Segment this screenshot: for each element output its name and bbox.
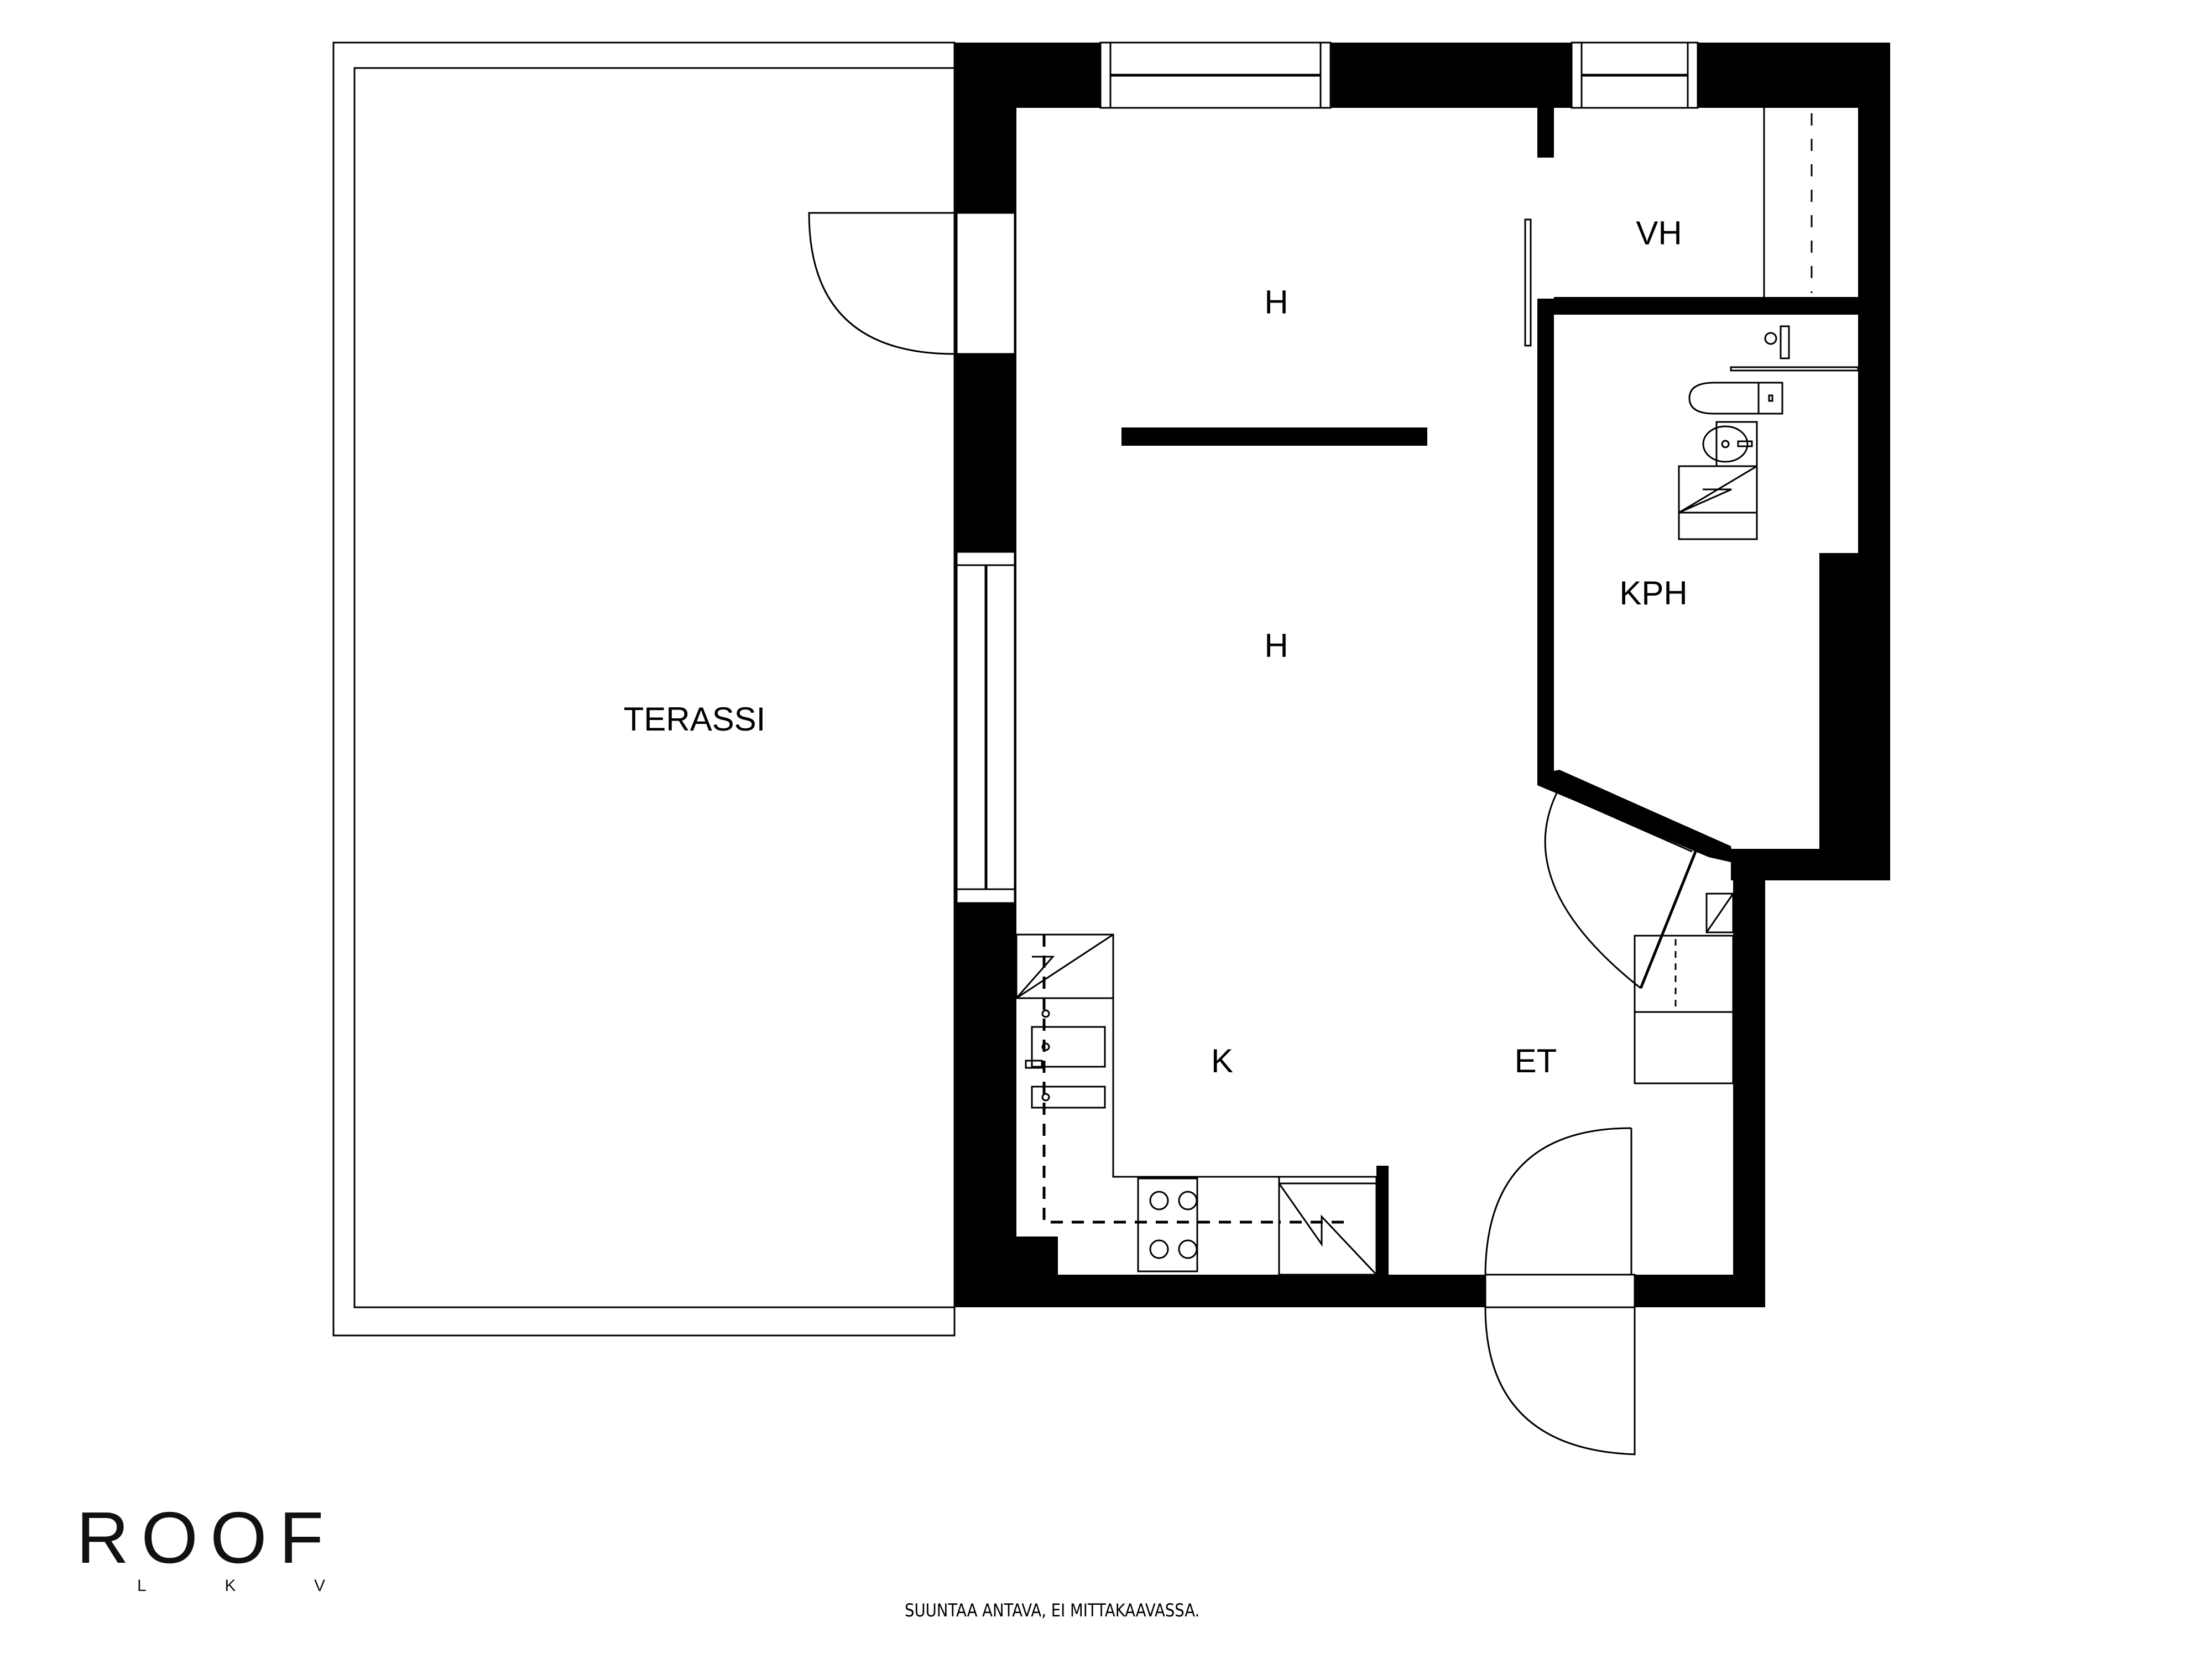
stove: [1137, 1177, 1198, 1272]
window-top-left: [1099, 41, 1332, 109]
brand-subtitle: L K V: [137, 1577, 325, 1595]
window-left: [956, 551, 1016, 904]
room-label-closet: VH: [1636, 215, 1682, 252]
room-labels: TERASSI H H VH KPH K ET: [624, 215, 1688, 1079]
sliding-door-closet: [1524, 218, 1532, 347]
room-label-bathroom: KPH: [1619, 575, 1687, 612]
bathroom-door: [1544, 784, 1699, 989]
shower: [1730, 325, 1859, 372]
brand-sub-letter: V: [314, 1577, 325, 1595]
toilet: [1688, 382, 1783, 415]
terrace-door: [808, 212, 1016, 355]
interior-walls: [1121, 108, 1890, 1275]
brand-logo: ROOF L K V: [76, 1501, 386, 1595]
brand-sub-letter: K: [225, 1577, 236, 1595]
terrace-outline: [332, 41, 956, 1337]
washing-machine: [1678, 465, 1758, 540]
room-label-living-upper: H: [1264, 284, 1288, 321]
exterior-walls: [954, 43, 1890, 1307]
room-label-entry: ET: [1515, 1042, 1557, 1079]
window-top-right: [1571, 41, 1699, 109]
scale-disclaimer: SUUNTAA ANTAVA, EI MITTAKAAVASSA.: [905, 1600, 1200, 1621]
dishwasher: [1278, 1176, 1378, 1276]
room-label-living-lower: H: [1264, 627, 1288, 664]
room-label-terrace: TERASSI: [624, 701, 766, 738]
brand-name: ROOF: [76, 1497, 336, 1578]
closet-shelf: [1763, 108, 1813, 297]
kitchen-sink: [1025, 1009, 1106, 1109]
brand-sub-letter: L: [137, 1577, 147, 1595]
room-label-kitchen: K: [1211, 1042, 1233, 1079]
electrical-cabinet: [1705, 893, 1734, 933]
bathroom-sink: [1702, 421, 1758, 467]
front-door: [1484, 1127, 1636, 1455]
fridge: [1015, 933, 1114, 999]
entry-wardrobe: [1634, 935, 1734, 1084]
